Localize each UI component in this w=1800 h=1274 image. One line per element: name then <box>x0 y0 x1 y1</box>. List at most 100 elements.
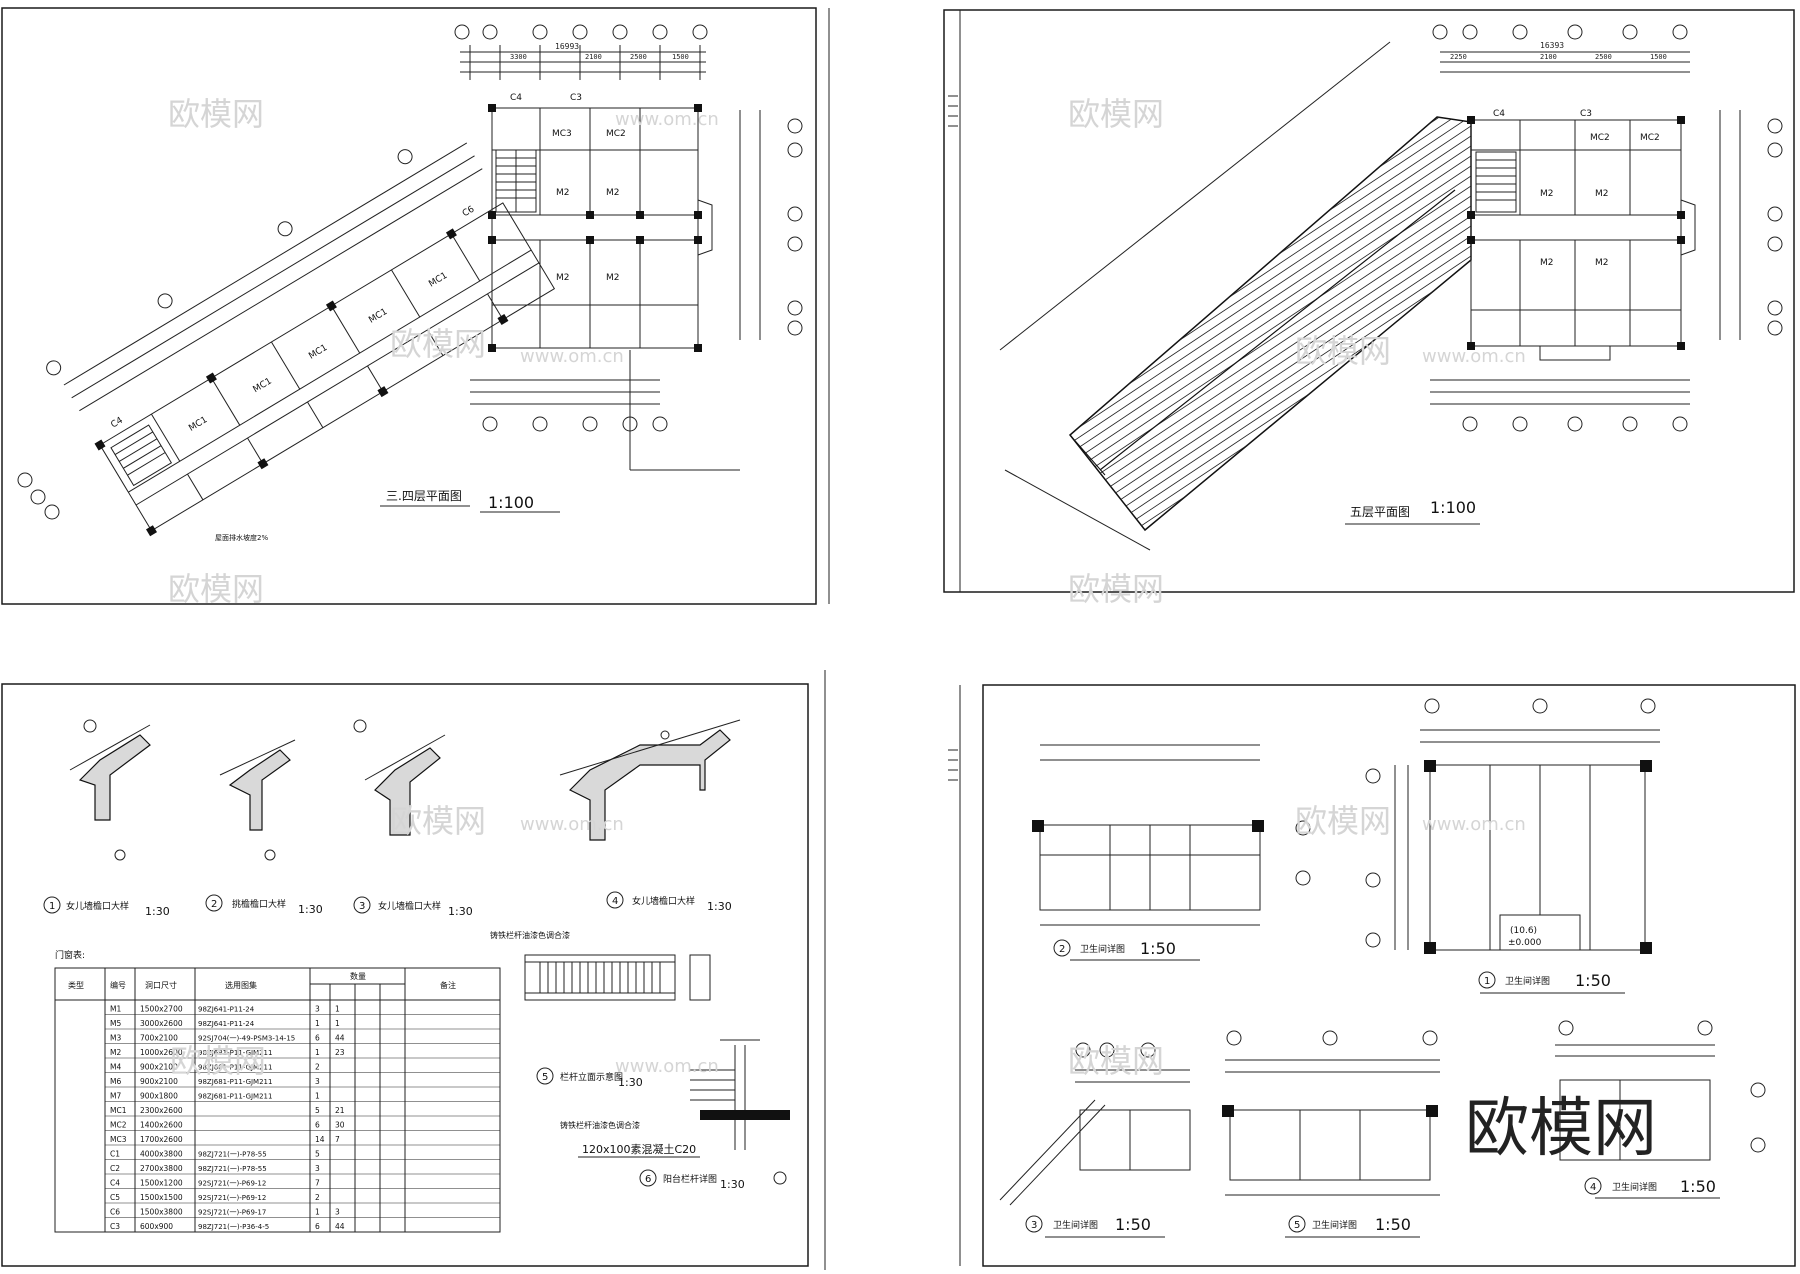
door-window-schedule: 门窗表: 类型 编号 洞口尺寸 选用图集 数量 备注 <box>54 949 501 1233</box>
schedule-cell: 1 <box>315 1048 320 1057</box>
room-m2-a: M2 <box>556 188 570 198</box>
schedule-cell: 1700x2600 <box>140 1135 183 1144</box>
schedule-cell: 1 <box>315 1208 320 1217</box>
schedule-cell: 98ZJ681-P11-GJM211 <box>198 1093 272 1101</box>
schedule-h-size: 洞口尺寸 <box>145 980 177 990</box>
schedule-cell: 92SJ721(一)-P69-12 <box>198 1180 266 1188</box>
schedule-cell: 900x2100 <box>140 1063 178 1072</box>
schedule-cell: C6 <box>110 1208 120 1217</box>
detail-3-num: 3 <box>359 901 365 912</box>
schedule-cell: 1500x1200 <box>140 1179 183 1188</box>
detail-4-label: 女儿墙檐口大样 <box>632 895 695 907</box>
toilet-detail-1: (10.6) ±0.000 1 卫生间详图 1:50 <box>1365 698 1660 994</box>
schedule-cell: 1500x3800 <box>140 1208 183 1217</box>
schedule-cell: 7 <box>335 1135 340 1144</box>
watermark-cn-8: 欧模网 <box>1295 802 1391 840</box>
schedule-cell: 92SJ721(一)-P69-12 <box>198 1194 266 1202</box>
schedule-cell: 2700x3800 <box>140 1164 183 1173</box>
schedule-cell: 1 <box>335 1005 340 1014</box>
schedule-cell: M5 <box>110 1019 121 1028</box>
watermark-cn-10: 欧模网 <box>1068 1042 1164 1080</box>
watermark-url-4: www.om.cn <box>520 814 624 835</box>
fifth-floor-block: MC2 MC2 M2 M2 M2 M2 C4 C3 <box>1467 109 1696 361</box>
balcony-railing-section: 铸铁栏杆油漆色调合漆 120x100素混凝土C20 6 阳台栏杆详图 1:30 <box>560 1039 790 1191</box>
schedule-cell: 5 <box>315 1106 320 1115</box>
detail-5-scale: 1:30 <box>618 1076 643 1089</box>
railing-elevation: 铸铁栏杆油漆色调合漆 5 栏杆立面示意图 1:30 <box>490 930 711 1089</box>
watermark-cn-6: 欧模网 <box>1068 570 1164 608</box>
toilet-5-label: 卫生间详图 <box>1312 1219 1357 1231</box>
schedule-cell: 14 <box>315 1135 325 1144</box>
schedule-cell: 5 <box>315 1150 320 1159</box>
toilet-3-num: 3 <box>1031 1220 1037 1231</box>
schedule-cell: 44 <box>335 1034 345 1043</box>
schedule-cell: C2 <box>110 1164 120 1173</box>
detail-2-scale: 1:30 <box>298 903 323 916</box>
schedule-h-note: 备注 <box>440 980 456 990</box>
schedule-cell: 600x900 <box>140 1222 173 1231</box>
toilet-4-label: 卫生间详图 <box>1612 1181 1657 1193</box>
dim-a: 3300 <box>510 53 527 61</box>
room-m2-g: M2 <box>1540 258 1554 268</box>
schedule-cell: 7 <box>315 1179 320 1188</box>
toilet-2-label: 卫生间详图 <box>1080 943 1125 955</box>
schedule-cell: C1 <box>110 1150 120 1159</box>
toilet-1-num: 1 <box>1484 976 1490 987</box>
schedule-h-qty: 数量 <box>350 971 366 981</box>
schedule-cell: 98ZJ641-P11-24 <box>198 1020 255 1028</box>
dim-b-c: 2500 <box>1595 53 1612 61</box>
room-m2-d: M2 <box>606 273 620 283</box>
detail-6-label: 阳台栏杆详图 <box>663 1173 717 1185</box>
schedule-cell: 3000x2600 <box>140 1019 183 1028</box>
schedule-cell: 92SJ721(一)-P69-17 <box>198 1209 266 1217</box>
dim-b-d: 1500 <box>1650 53 1667 61</box>
schedule-cell: 2 <box>315 1063 320 1072</box>
schedule-cell: MC3 <box>110 1135 127 1144</box>
schedule-cell: 98ZJ721(一)-P36-4-5 <box>198 1223 269 1231</box>
schedule-cell: 1500x2700 <box>140 1005 183 1014</box>
plan-scale-b: 1:100 <box>1430 498 1476 517</box>
watermark-url-3: www.om.cn <box>615 109 719 130</box>
bottom-dimension-chain <box>470 350 740 471</box>
dim-d: 1500 <box>672 53 689 61</box>
schedule-cell: 98ZJ641-P11-24 <box>198 1006 255 1014</box>
schedule-cell: 900x2100 <box>140 1077 178 1086</box>
schedule-cell: 1000x2600 <box>140 1048 183 1057</box>
detail-2-label: 挑檐檐口大样 <box>232 898 286 910</box>
toilet-5-scale: 1:50 <box>1375 1215 1411 1234</box>
rail-note-bottom: 铸铁栏杆油漆色调合漆 <box>560 1120 640 1130</box>
plan-note: 屋面排水坡度2% <box>215 533 268 542</box>
watermark-cn-9: 欧模网 <box>170 1042 266 1080</box>
toilet-4-num: 4 <box>1590 1182 1596 1193</box>
detail-3-scale: 1:30 <box>448 905 473 918</box>
eave-detail-4: 4 女儿墙檐口大样 1:30 <box>559 719 741 913</box>
rail-beam-note: 120x100素混凝土C20 <box>582 1142 696 1156</box>
top-dimension-chain: 16993 3300 2100 2500 1500 <box>454 24 708 80</box>
fifth-floor-dimensions <box>1430 24 1783 432</box>
schedule-cell: C5 <box>110 1193 120 1202</box>
room-mc3: MC3 <box>552 129 572 139</box>
schedule-cell: 3 <box>315 1005 320 1014</box>
detail-3-label: 女儿墙檐口大样 <box>378 900 441 912</box>
window-c3-b: C3 <box>1580 109 1592 119</box>
schedule-cell: 98ZJ681-P11-GJM211 <box>198 1078 272 1086</box>
schedule-cell: 21 <box>335 1106 345 1115</box>
toilet-2-num: 2 <box>1059 944 1065 955</box>
schedule-cell: 1 <box>315 1092 320 1101</box>
room-m2-b: M2 <box>606 188 620 198</box>
schedule-cell: 6 <box>315 1121 320 1130</box>
schedule-title: 门窗表: <box>55 949 85 961</box>
schedule-cell: M6 <box>110 1077 121 1086</box>
detail-1-scale: 1:30 <box>145 905 170 918</box>
window-c4: C4 <box>510 93 522 103</box>
watermark-big-logo: 欧模网 <box>1465 1092 1657 1166</box>
detail-1-num: 1 <box>49 901 55 912</box>
schedule-cell: M4 <box>110 1063 121 1072</box>
schedule-cell: 1500x1500 <box>140 1193 183 1202</box>
watermark-cn-7: 欧模网 <box>390 802 486 840</box>
detail-4-num: 4 <box>612 896 618 907</box>
schedule-cell: 6 <box>315 1034 320 1043</box>
schedule-cell: 6 <box>315 1222 320 1231</box>
plan-scale: 1:100 <box>488 493 534 512</box>
